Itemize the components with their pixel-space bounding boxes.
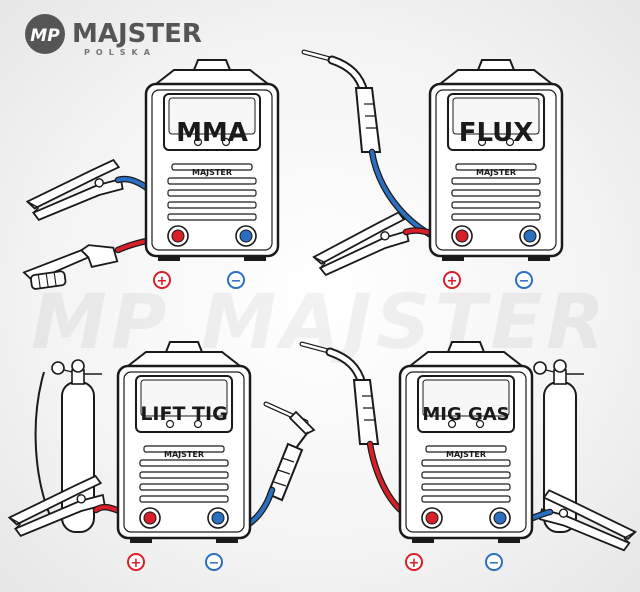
positive-label: + [409,556,420,571]
negative-label: − [209,556,220,571]
mode-label: FLUX [459,118,534,148]
mode-label: LIFT TIG [140,403,227,425]
unit-logo: MAJSTER [164,450,204,459]
logo-mark: MP [30,26,60,46]
positive-icon [405,553,423,571]
mig-torch-icon [304,52,380,152]
panel-mma: MMA MAJSTER + − [20,58,280,292]
positive-icon [153,271,171,289]
positive-label: + [131,556,142,571]
negative-label: − [231,274,242,289]
logo-mark-icon [25,14,65,54]
panel-lift-tig: LIFT TIG MAJSTER + − [3,340,314,571]
ground-clamp-icon [536,488,640,553]
welder-unit [144,58,280,263]
brand-logo: MP MAJSTER POLSKA [25,14,202,57]
panel-mig-gas: MIG GAS MAJSTER + − [302,342,640,571]
brand-sub: POLSKA [84,48,156,57]
positive-label: + [157,274,168,289]
negative-icon [227,271,245,289]
ground-clamp-icon [21,158,127,223]
unit-logo: MAJSTER [446,450,486,459]
unit-logo: MAJSTER [192,168,232,177]
brand-name: MAJSTER [72,19,202,49]
mode-label: MMA [176,118,248,148]
positive-icon [127,553,145,571]
watermark: MP MAJSTER [31,277,609,366]
welder-unit [398,340,534,545]
tig-torch-icon [266,404,314,500]
panel-flux: FLUX MAJSTER + − [304,52,564,289]
mode-label: MIG GAS [422,404,509,425]
negative-icon [205,553,223,571]
ground-clamp-icon [307,210,413,278]
positive-label: + [447,274,458,289]
negative-icon [515,271,533,289]
positive-icon [443,271,461,289]
unit-logo: MAJSTER [476,168,516,177]
welder-unit [116,340,252,545]
welder-unit [428,58,564,263]
negative-icon [485,553,503,571]
negative-label: − [519,274,530,289]
negative-label: − [489,556,500,571]
ground-clamp-icon [3,474,109,539]
